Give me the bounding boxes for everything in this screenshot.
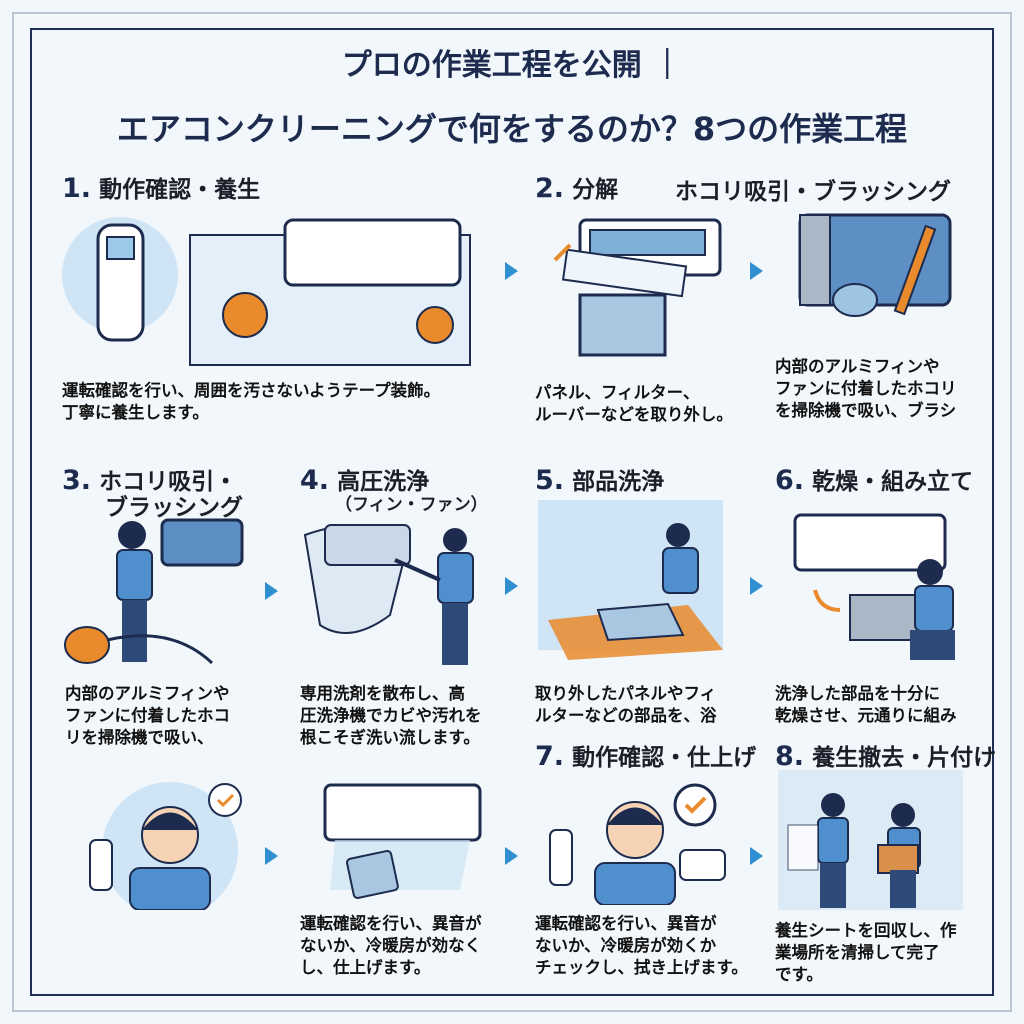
brushing-fins-illustration (798, 213, 952, 317)
remote-and-masking-illustration (62, 217, 471, 366)
final-check-illustration (549, 783, 726, 905)
step-1-heading: 1. 動作確認・養生 (62, 173, 261, 204)
page-title-line1: プロの作業工程を公開 ｜ (341, 48, 683, 83)
outer-frame (12, 12, 1012, 1012)
arrow-right-icon (505, 262, 518, 280)
wiping-ac-illustration (323, 783, 482, 899)
step-6-heading: 6. 乾燥・組み立て (775, 465, 974, 496)
arrow-right-icon (750, 577, 763, 595)
step-5-description: 取り外したパネルやフィ ルターなどの部品を、浴 (535, 684, 717, 725)
step-2-heading: 2. 分解 (535, 173, 619, 204)
step-4-heading: 4. 高圧洗浄 (300, 465, 430, 496)
step-3-heading-line2: ブラッシング (105, 495, 243, 521)
step-8-heading: 8. 養生撤去・片付け (775, 741, 997, 772)
step-4-heading-line2: （フィン・ファン） (335, 495, 488, 515)
step-final-check-description: 運転確認を行い、異音が ないか、冷暖房が効なく し、仕上げます。 (300, 914, 482, 977)
high-pressure-wash-illustration (303, 524, 474, 665)
arrow-right-icon (505, 847, 518, 865)
arrow-right-icon (750, 262, 763, 280)
step-2-description: パネル、フィルター、 ルーバーなどを取り外し。 (535, 383, 733, 424)
step-1-description: 運転確認を行い、周囲を汚さないようテープ装飾。 丁寧に養生します。 (62, 381, 441, 422)
step-8-description: 養生シートを回収し、作 業場所を清掃して完了 です。 (775, 921, 957, 984)
inner-frame (30, 28, 994, 996)
disassembly-illustration (553, 218, 722, 357)
cleanup-illustration (778, 770, 963, 910)
arrow-right-icon (265, 847, 278, 865)
drying-assembly-illustration (793, 513, 955, 660)
step-3-heading: 3. ホコリ吸引・ (62, 465, 238, 496)
arrow-right-icon (265, 582, 278, 600)
step-7-heading: 7. 動作確認・仕上げ (535, 741, 757, 772)
step-4-description: 専用洗剤を散布し、高 圧洗浄機でカビや汚れを 根こそぎ洗い流します。 (300, 684, 482, 747)
arrow-right-icon (750, 847, 763, 865)
vacuuming-illustration (64, 518, 244, 665)
step-7-description: 運転確認を行い、異音が ないか、冷暖房が効くか チェックし、拭き上げます。 (535, 914, 748, 977)
step-3-description: 内部のアルミフィンや ファンに付着したホコ リを掃除機で吸い、 (65, 684, 230, 747)
technician-with-remote-illustration (89, 782, 242, 910)
arrow-right-icon (505, 577, 518, 595)
page-title-line2: エアコンクリーニングで何をするのか？8つの作業工程 (116, 110, 908, 148)
parts-washing-illustration (538, 500, 723, 660)
step-6-description: 洗浄した部品を十分に 乾燥させ、元通りに組み (775, 684, 957, 725)
step-2b-description: 内部のアルミフィンや ファンに付着したホコリ を掃除機で吸い、ブラシ (775, 357, 957, 420)
step-5-heading: 5. 部品洗浄 (535, 465, 665, 496)
step-2b-heading: ホコリ吸引・ブラッシング (675, 179, 951, 205)
